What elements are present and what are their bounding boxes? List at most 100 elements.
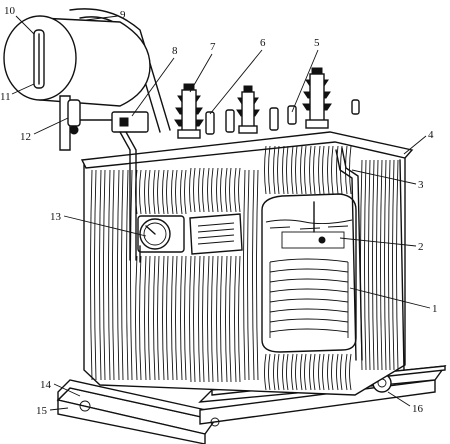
cooling-fin xyxy=(318,353,321,391)
label-12: 12 xyxy=(20,131,31,143)
cooling-fin xyxy=(162,255,165,381)
cooling-fin xyxy=(198,255,201,383)
cooling-fin-edge xyxy=(229,255,232,383)
cooling-fin-edge xyxy=(166,255,169,381)
cooling-fin xyxy=(225,255,228,383)
cooling-fin xyxy=(189,255,192,383)
cooling-fin-edge xyxy=(220,167,223,213)
label-16: 16 xyxy=(412,403,424,415)
callout-labels: 1 2 3 4 5 6 7 8 9 10 11 12 13 14 15 16 xyxy=(0,5,438,417)
cutaway-window xyxy=(261,193,357,353)
cooling-fin-edge xyxy=(349,353,352,391)
cooling-fin xyxy=(180,255,183,381)
cooling-fin-edge xyxy=(148,255,151,381)
cooling-fin-edge xyxy=(103,169,106,381)
cooling-fin xyxy=(345,145,348,195)
cooling-fin-edge xyxy=(130,169,133,381)
cooling-fin-edge xyxy=(295,353,298,391)
cooling-fin-edge xyxy=(157,255,160,381)
cooling-fin xyxy=(273,145,276,195)
cooling-fin-edge xyxy=(313,353,316,391)
cooling-fin-edge xyxy=(286,353,289,391)
cooling-fin xyxy=(273,353,276,391)
cooling-fin xyxy=(162,169,165,215)
cooling-fin xyxy=(144,169,147,215)
cooling-fin-edge xyxy=(220,255,223,383)
cooling-fin-edge xyxy=(184,255,187,381)
label-14: 14 xyxy=(40,379,52,391)
cooling-fin-edge xyxy=(277,353,280,391)
cooling-fin xyxy=(117,169,120,381)
conservator xyxy=(3,8,171,261)
cooling-fin-edge xyxy=(175,255,178,381)
cooling-fin xyxy=(189,167,192,213)
cooling-fin-edge xyxy=(112,169,115,381)
cooling-fin xyxy=(291,353,294,391)
cooling-fin xyxy=(300,145,303,195)
cooling-fin xyxy=(99,169,102,381)
cooling-fin-edge xyxy=(193,167,196,213)
cooling-fin xyxy=(291,145,294,195)
cooling-fin-edge xyxy=(202,255,205,383)
label-9: 9 xyxy=(120,9,126,21)
cooling-fin-edge xyxy=(322,353,325,391)
cooling-fin-edge xyxy=(340,353,343,391)
label-8: 8 xyxy=(172,45,178,57)
label-4: 4 xyxy=(428,129,434,141)
cooling-fins xyxy=(90,145,399,391)
cooling-fin-edge xyxy=(247,169,250,381)
cooling-fin xyxy=(384,159,387,371)
cooling-fin-edge xyxy=(139,255,142,381)
cooling-fin xyxy=(309,145,312,195)
cooling-fin xyxy=(153,169,156,215)
cooling-fin xyxy=(318,145,321,195)
cooling-fin xyxy=(180,169,183,215)
cooling-fin xyxy=(282,145,285,195)
cooling-fin-edge xyxy=(268,353,271,391)
cooling-fin xyxy=(216,255,219,383)
bushings xyxy=(174,67,360,139)
nameplate xyxy=(189,213,243,255)
cooling-fin-edge xyxy=(331,353,334,391)
leader-lines xyxy=(11,15,431,411)
cooling-fin-edge xyxy=(166,169,169,215)
cooling-fin xyxy=(252,169,255,381)
cooling-fin xyxy=(198,167,201,213)
cooling-fin-edge xyxy=(304,145,307,195)
label-5: 5 xyxy=(314,37,320,49)
cooling-fin-edge xyxy=(388,159,391,371)
cooling-fin xyxy=(345,353,348,391)
label-10: 10 xyxy=(4,5,16,17)
cooling-fin xyxy=(153,255,156,381)
winding-coils xyxy=(269,258,349,338)
label-1: 1 xyxy=(432,303,438,315)
cooling-fin-edge xyxy=(268,145,271,195)
cooling-fin-edge xyxy=(364,159,367,371)
cooling-fin xyxy=(135,255,138,381)
cooling-fin xyxy=(376,159,379,371)
cooling-fin xyxy=(264,145,267,195)
cooling-fin-edge xyxy=(94,169,97,381)
cooling-fin xyxy=(207,167,210,213)
cooling-fin-edge xyxy=(295,145,298,195)
label-11: 11 xyxy=(0,91,11,103)
cooling-fin xyxy=(336,145,339,195)
cooling-fin-edge xyxy=(211,167,214,213)
cooling-fin xyxy=(216,167,219,213)
cooling-fin-edge xyxy=(304,353,307,391)
cooling-fin-edge xyxy=(238,167,241,213)
cooling-fin-edge xyxy=(313,145,316,195)
cooling-fin-edge xyxy=(331,145,334,195)
cooling-fin xyxy=(126,169,129,381)
cooling-fin xyxy=(300,353,303,391)
cooling-fin xyxy=(144,255,147,381)
cooling-fin xyxy=(108,169,111,381)
cooling-fin-edge xyxy=(184,169,187,215)
cooling-fin xyxy=(368,159,371,371)
cooling-fin-edge xyxy=(148,169,151,215)
cooling-fin-edge xyxy=(175,169,178,215)
cooling-fin-edge xyxy=(229,167,232,213)
cooling-fin xyxy=(282,353,285,391)
